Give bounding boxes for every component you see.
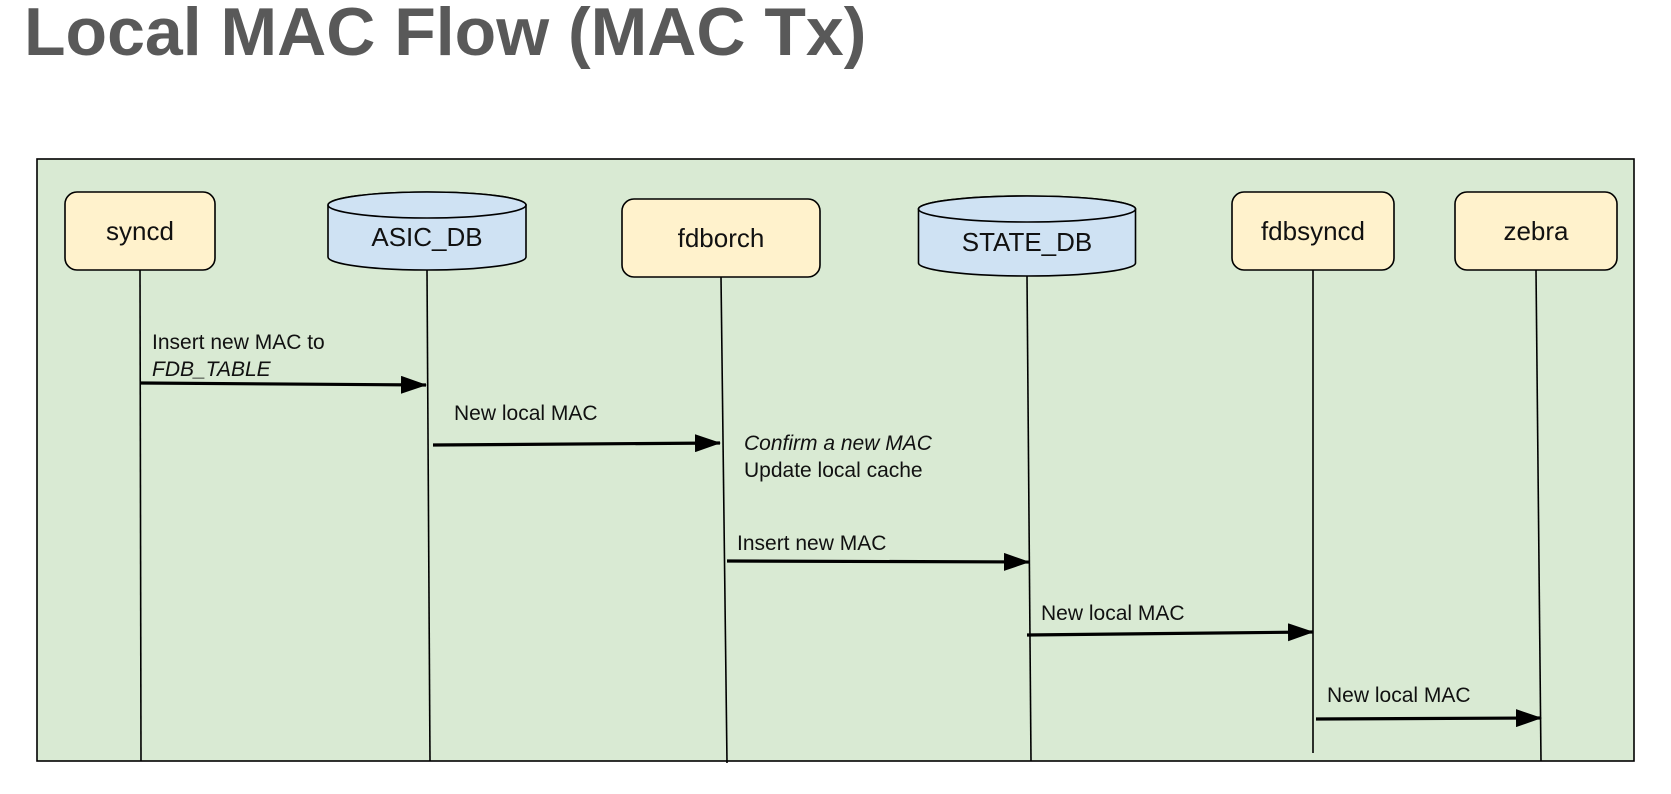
participant-syncd: syncd <box>64 191 216 271</box>
fdborch-lifeline <box>720 276 728 764</box>
participant-fdborch: fdborch <box>621 198 821 278</box>
asic_db-label: ASIC_DB <box>371 222 482 252</box>
fdborch-process-box <box>621 198 821 278</box>
asic_db-lifeline <box>426 269 431 762</box>
zebra-process-box <box>1454 191 1618 271</box>
fdbsyncd-label: fdbsyncd <box>1261 216 1365 246</box>
syncd-process-box <box>64 191 216 271</box>
message-label: FDB_TABLE <box>152 358 272 381</box>
message-arrow <box>1026 623 1314 642</box>
participant-fdbsyncd: fdbsyncd <box>1231 191 1395 271</box>
message-fdbsyncd-to-zebra: New local MAC <box>1315 684 1542 728</box>
message-label: Insert new MAC <box>737 532 886 555</box>
state_db-lifeline <box>1026 275 1032 762</box>
message-arrow <box>1315 709 1542 728</box>
participant-asic_db: ASIC_DB <box>327 191 527 271</box>
syncd-lifeline <box>139 269 142 762</box>
page-title: Local MAC Flow (MAC Tx) <box>24 0 867 70</box>
note-line: Update local cache <box>744 459 923 482</box>
message-arrow <box>432 434 721 453</box>
note-line: Confirm a new MAC <box>744 432 933 455</box>
message-label: Insert new MAC to <box>152 331 325 354</box>
message-label: New local MAC <box>1041 602 1185 625</box>
asic_db-database-top <box>327 191 527 219</box>
lifelines <box>139 269 1542 764</box>
state_db-label: STATE_DB <box>962 227 1093 257</box>
message-label: New local MAC <box>1327 684 1471 707</box>
participants: syncd ASIC_DB fdborch STATE_DB fdbsyncd zebra <box>64 191 1618 278</box>
fdbsyncd-process-box <box>1231 191 1395 271</box>
message-state_db-to-fdbsyncd: New local MAC <box>1026 602 1314 642</box>
notes: Confirm a new MAC Update local cache <box>744 432 933 482</box>
messages: Insert new MAC to FDB_TABLE New local MAC I… <box>139 331 1542 728</box>
zebra-lifeline <box>1535 269 1542 762</box>
message-label: New local MAC <box>454 402 598 425</box>
state_db-database-top <box>917 195 1137 223</box>
participant-zebra: zebra <box>1454 191 1618 271</box>
participant-state_db: STATE_DB <box>917 195 1137 277</box>
message-asic_db-to-fdborch: New local MAC <box>432 402 721 453</box>
syncd-label: syncd <box>106 216 174 246</box>
message-syncd-to-asic_db: Insert new MAC to FDB_TABLE <box>139 331 427 394</box>
message-arrow <box>139 375 427 394</box>
message-arrow <box>726 552 1030 571</box>
note-fdborch: Confirm a new MAC Update local cache <box>744 432 933 482</box>
zebra-label: zebra <box>1503 216 1569 246</box>
fdborch-label: fdborch <box>678 223 765 253</box>
message-fdborch-to-state_db: Insert new MAC <box>726 532 1030 571</box>
